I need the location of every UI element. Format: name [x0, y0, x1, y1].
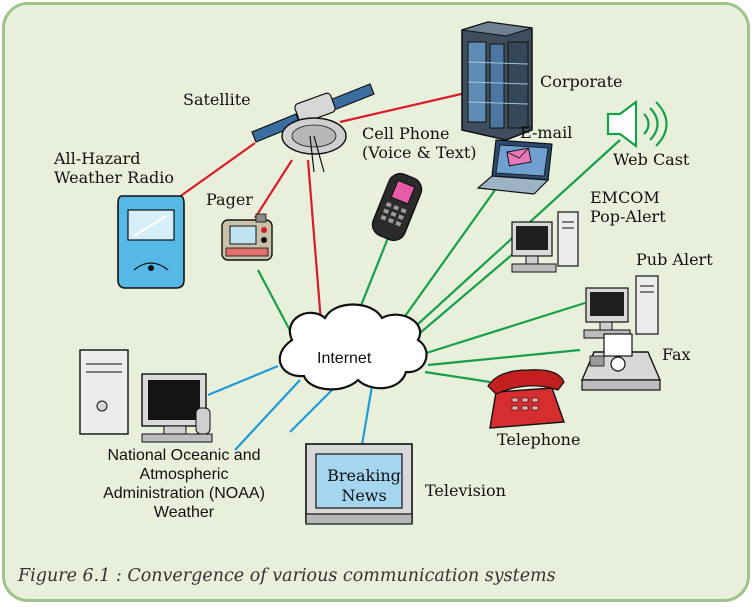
label-all-hazard: All-Hazard Weather Radio: [54, 149, 174, 187]
label-fax: Fax: [662, 345, 691, 364]
noaa-computer-icon: [79, 349, 213, 443]
link-internet-noaa-2: [234, 379, 301, 451]
weather-radio-icon: [117, 195, 185, 289]
link-internet-television: [360, 385, 374, 446]
label-noaa-line-2: Atmospheric: [139, 466, 229, 483]
label-internet: Internet: [317, 350, 372, 367]
internet-cloud-icon: [278, 303, 428, 391]
label-cell-phone-line-2: (Voice & Text): [362, 143, 477, 162]
speaker-icon: [606, 99, 668, 149]
figure-caption: Figure 6.1 : Convergence of various comm…: [18, 566, 556, 586]
fax-machine-icon: [580, 333, 662, 391]
label-emcom-line-2: Pop-Alert: [590, 207, 666, 226]
label-corporate: Corporate: [540, 72, 623, 91]
label-telephone: Telephone: [497, 430, 581, 449]
link-internet-fax: [427, 348, 581, 367]
label-noaa-line-4: Weather: [153, 504, 215, 521]
label-emcom: EMCOM Pop-Alert: [590, 188, 666, 226]
laptop-email-icon: [476, 139, 553, 195]
label-emcom-line-1: EMCOM: [590, 188, 660, 207]
link-internet-webcast: [394, 139, 621, 346]
link-internet-email: [387, 189, 496, 341]
label-breaking-news-line-1: Breaking: [327, 466, 401, 485]
label-web-cast: Web Cast: [613, 150, 690, 169]
link-satellite-corporate: [339, 90, 471, 124]
label-television: Television: [425, 481, 506, 500]
label-noaa-line-3: Administration (NOAA): [103, 485, 265, 502]
link-internet-telephone: [424, 370, 491, 384]
pager-icon: [221, 213, 273, 261]
link-satellite-weather-radio: [174, 142, 256, 201]
link-internet-noaa-3: [289, 385, 337, 433]
satellite-icon: [251, 83, 375, 173]
label-all-hazard-line-1: All-Hazard: [54, 149, 141, 168]
emcom-computer-icon: [511, 211, 579, 273]
label-noaa-line-1: National Oceanic and: [107, 447, 261, 464]
server-rack-icon: [461, 21, 533, 141]
link-internet-pubalert: [419, 301, 586, 357]
label-noaa: National Oceanic and Atmospheric Adminis…: [82, 446, 286, 522]
label-breaking-news: Breaking News: [316, 466, 412, 506]
link-internet-pager: [257, 269, 296, 341]
link-satellite-pager: [254, 159, 293, 219]
link-satellite-internet: [306, 159, 324, 336]
label-pub-alert: Pub Alert: [636, 250, 713, 269]
label-cell-phone: Cell Phone (Voice & Text): [362, 124, 477, 162]
link-internet-noaa-1: [207, 364, 279, 397]
label-satellite: Satellite: [183, 90, 251, 109]
label-pager: Pager: [206, 190, 253, 209]
pub-alert-computer-icon: [583, 275, 659, 339]
label-breaking-news-line-2: News: [341, 486, 387, 505]
label-all-hazard-line-2: Weather Radio: [54, 168, 175, 187]
telephone-icon: [487, 369, 565, 429]
cell-phone-icon: [371, 172, 423, 242]
label-email: E-mail: [520, 123, 573, 142]
television-icon: [305, 443, 413, 525]
label-cell-phone-line-1: Cell Phone: [362, 124, 450, 143]
